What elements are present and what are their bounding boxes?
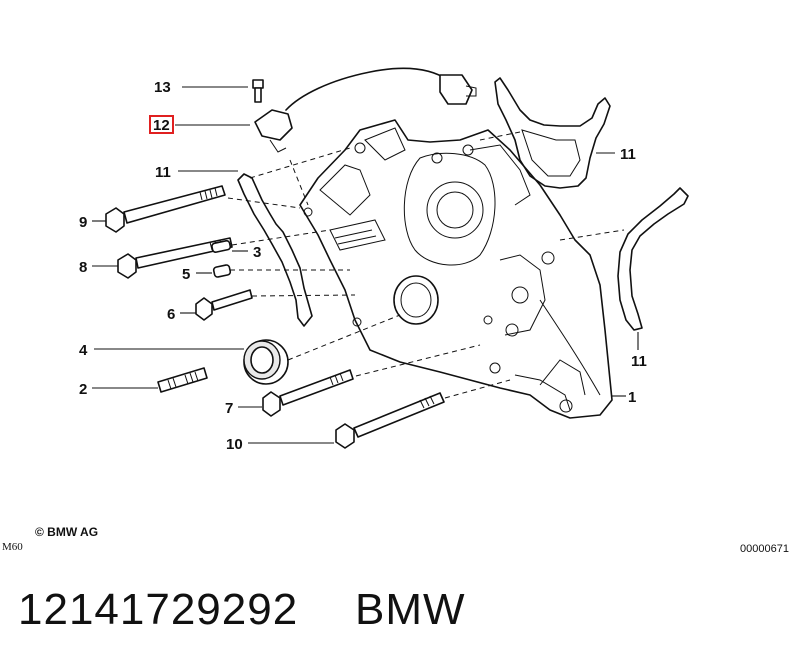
gasket-left [237,173,313,327]
callout-7[interactable]: 7 [225,400,233,417]
dowel-pin-3 [211,239,232,254]
callout-11-right[interactable]: 11 [631,353,647,370]
engine-model-label: M60 [2,541,23,553]
part-number: 12141729292 [18,585,299,634]
bolt-9 [105,185,226,233]
callout-12-highlight [149,115,174,134]
stud-2 [157,367,208,393]
callout-11-left[interactable]: 11 [155,164,171,181]
callout-4[interactable]: 4 [79,342,88,359]
leader-lines [92,86,639,444]
callout-5[interactable]: 5 [182,266,190,283]
callout-8[interactable]: 8 [79,259,87,276]
callout-1[interactable]: 1 [628,389,636,406]
callout-10[interactable]: 10 [226,436,243,453]
exploded-parts-diagram: 13 12 11 11 11 9 8 3 5 6 4 2 7 10 1 [79,67,689,453]
bolt-7 [262,369,354,417]
brand-name: BMW [355,585,466,634]
bolt-6 [195,289,253,321]
bolt-8 [117,237,233,279]
callout-labels: 13 12 11 11 11 9 8 3 5 6 4 2 7 10 1 [79,79,647,453]
callout-6[interactable]: 6 [167,306,175,323]
copyright-notice: © BMW AG [35,525,99,539]
timing-case-cover [299,119,613,419]
dowel-pin-5 [212,264,232,278]
gasket-right [617,187,689,331]
callout-11-top[interactable]: 11 [620,146,636,163]
seal-ring-4 [243,339,289,385]
callout-3[interactable]: 3 [253,244,261,261]
gasket-top [494,77,611,189]
callout-12[interactable]: 12 [153,117,170,134]
callout-2[interactable]: 2 [79,381,87,398]
callout-9[interactable]: 9 [79,214,87,231]
sensor-with-cable [254,67,477,153]
bolt-10 [335,392,445,449]
bolt-13 [252,79,264,103]
callout-13[interactable]: 13 [154,79,171,96]
drawing-number: 00000671 [740,543,789,555]
